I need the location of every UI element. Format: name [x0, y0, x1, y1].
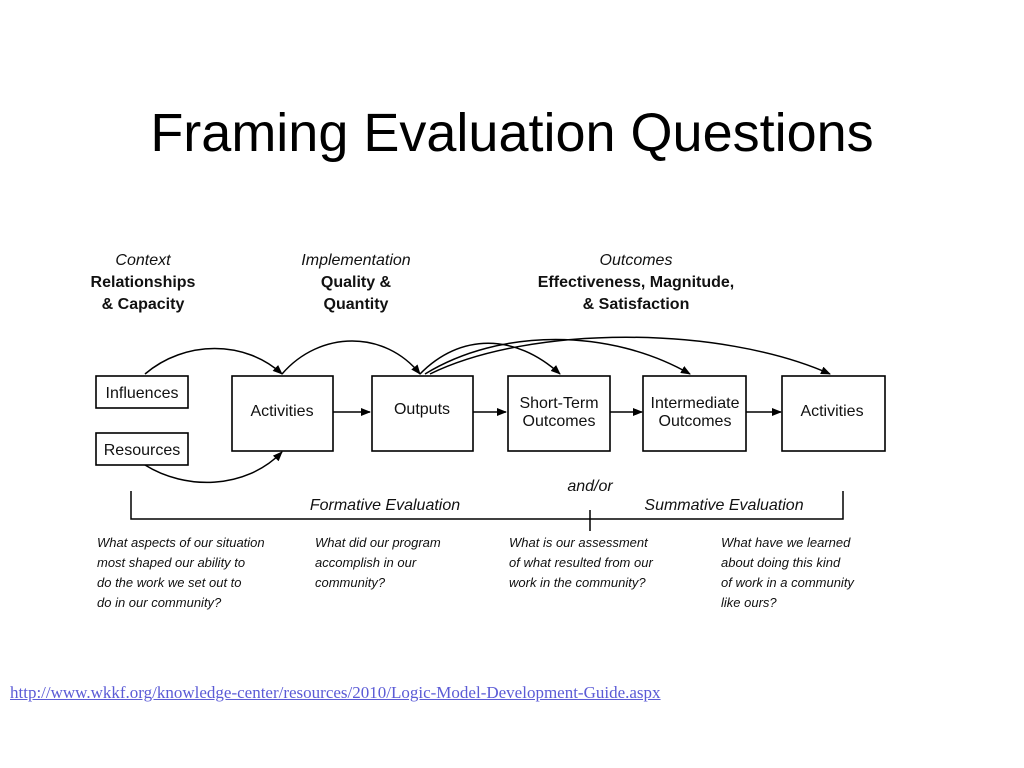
- implementation-header-detail: Quantity: [324, 296, 389, 313]
- question-line: accomplish in our: [315, 555, 417, 570]
- outcomes-header-detail: Effectiveness, Magnitude,: [538, 274, 735, 291]
- short-term-outcomes-label: Short-Term: [519, 395, 598, 412]
- activities-box-label: Activities: [250, 403, 313, 420]
- intermediate-outcomes-label: Intermediate: [651, 395, 740, 412]
- outputs-box: Outputs: [371, 375, 474, 452]
- question-line: What did our program: [315, 535, 441, 550]
- short-term-outcomes-box: Short-Term Outcomes: [507, 375, 611, 452]
- intermediate-outcomes-label: Outcomes: [659, 413, 732, 430]
- question-line: of what resulted from our: [509, 555, 653, 570]
- context-header-label: Context: [115, 252, 171, 269]
- question-implementation: What did our program accomplish in our c…: [315, 535, 441, 590]
- resources-box: Resources: [95, 432, 189, 466]
- final-activities-box-label: Activities: [800, 403, 863, 420]
- intermediate-outcomes-box: Intermediate Outcomes: [642, 375, 747, 452]
- outputs-to-final-arrow: [429, 336, 831, 375]
- question-line: about doing this kind: [721, 555, 841, 570]
- influences-to-activities-arrow: [144, 347, 283, 375]
- outputs-to-short-term-arrow: [419, 342, 561, 375]
- resources-to-activities-arrow: [144, 451, 283, 484]
- final-activities-box: Activities: [781, 375, 886, 452]
- question-learning: What have we learned about doing this ki…: [721, 535, 855, 610]
- activities-box: Activities: [231, 375, 334, 452]
- question-line: like ours?: [721, 595, 777, 610]
- question-line: most shaped our ability to: [97, 555, 245, 570]
- outputs-to-intermediate-arrow: [424, 338, 691, 375]
- activities-to-outputs-arrow: [281, 340, 421, 375]
- context-header-detail: & Capacity: [102, 296, 185, 313]
- evaluation-bracket: [130, 491, 844, 520]
- implementation-header-label: Implementation: [301, 252, 410, 269]
- summative-evaluation-label: Summative Evaluation: [644, 497, 803, 514]
- question-line: do the work we set out to: [97, 575, 242, 590]
- influences-box-label: Influences: [106, 385, 179, 402]
- implementation-header-detail: Quality &: [321, 274, 392, 291]
- question-line: community?: [315, 575, 386, 590]
- question-line: What is our assessment: [509, 535, 649, 550]
- context-header: Context Relationships & Capacity: [91, 252, 196, 313]
- question-line: do in our community?: [97, 595, 222, 610]
- question-line: What aspects of our situation: [97, 535, 265, 550]
- question-line: What have we learned: [721, 535, 851, 550]
- question-outcomes: What is our assessment of what resulted …: [509, 535, 653, 590]
- formative-evaluation-label: Formative Evaluation: [310, 497, 460, 514]
- outcomes-header: Outcomes Effectiveness, Magnitude, & Sat…: [538, 252, 735, 313]
- outcomes-header-label: Outcomes: [600, 252, 673, 269]
- short-term-outcomes-label: Outcomes: [523, 413, 596, 430]
- influences-box: Influences: [95, 375, 189, 409]
- resources-box-label: Resources: [104, 442, 180, 459]
- slide-title: Framing Evaluation Questions: [150, 103, 874, 163]
- implementation-header: Implementation Quality & Quantity: [301, 252, 410, 313]
- source-link[interactable]: http://www.wkkf.org/knowledge-center/res…: [10, 683, 661, 702]
- context-header-detail: Relationships: [91, 274, 196, 291]
- question-line: work in the community?: [509, 575, 646, 590]
- andor-label: and/or: [567, 478, 613, 495]
- outputs-box-label: Outputs: [394, 401, 450, 418]
- question-line: of work in a community: [721, 575, 855, 590]
- question-context: What aspects of our situation most shape…: [97, 535, 265, 610]
- outcomes-header-detail: & Satisfaction: [583, 296, 690, 313]
